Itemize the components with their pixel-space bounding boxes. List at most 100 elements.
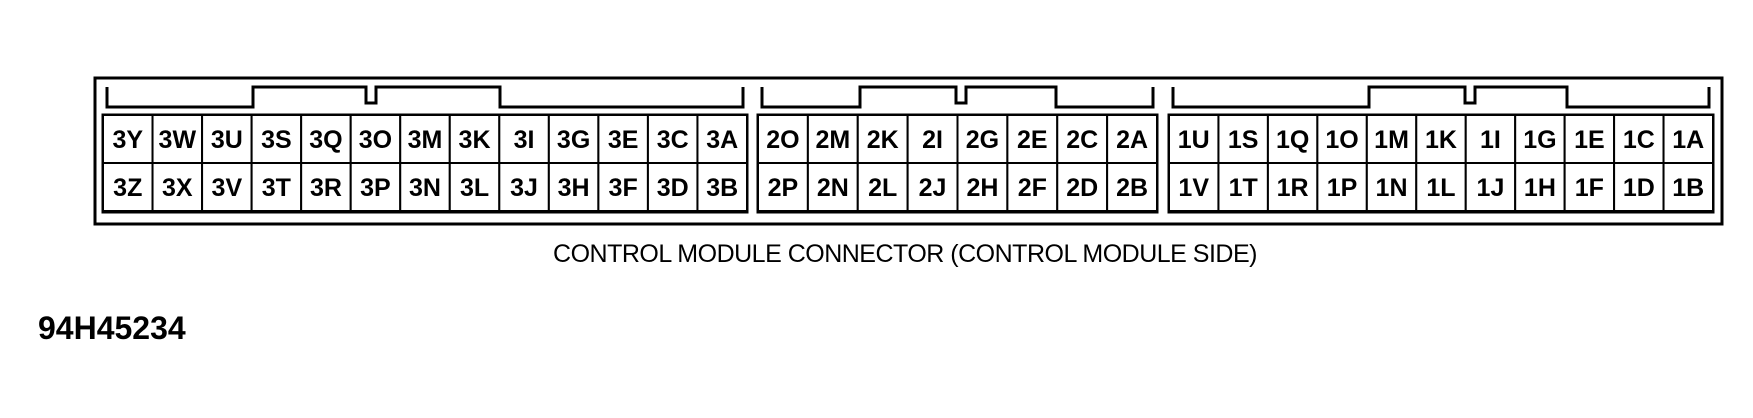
pin-cell bbox=[696, 114, 749, 164]
pin-cell bbox=[1662, 114, 1714, 164]
pin-label: 2L bbox=[868, 174, 897, 202]
pin-label: 1H bbox=[1524, 174, 1556, 202]
pin-cell bbox=[646, 162, 699, 212]
pin-label: 1E bbox=[1574, 126, 1605, 154]
pin-label: 3E bbox=[608, 126, 639, 154]
pin-label: 1I bbox=[1480, 126, 1501, 154]
pin-label: 1T bbox=[1229, 174, 1258, 202]
pin-label: 3R bbox=[310, 174, 342, 202]
pin-cell bbox=[547, 162, 600, 212]
pin-label: 2E bbox=[1017, 126, 1048, 154]
connector-outer-housing bbox=[93, 76, 1724, 226]
pin-label: 2O bbox=[766, 126, 799, 154]
pin-label: 3U bbox=[211, 126, 243, 154]
pin-label: 3P bbox=[360, 174, 391, 202]
pin-label: 2C bbox=[1066, 126, 1098, 154]
pin-label: 3Q bbox=[309, 126, 342, 154]
pin-label: 3J bbox=[510, 174, 538, 202]
pin-cell bbox=[1514, 114, 1566, 164]
pin-label: 1F bbox=[1575, 174, 1604, 202]
pin-cell bbox=[1613, 114, 1665, 164]
pin-label: 3L bbox=[460, 174, 489, 202]
pin-cell bbox=[151, 162, 204, 212]
pin-cell bbox=[1514, 162, 1566, 212]
pin-label: 1M bbox=[1374, 126, 1409, 154]
pin-cell bbox=[1563, 114, 1616, 164]
pin-label: 3F bbox=[609, 174, 638, 202]
pin-label: 2H bbox=[966, 174, 998, 202]
pin-label: 2N bbox=[817, 174, 849, 202]
pin-label: 3I bbox=[514, 126, 535, 154]
pin-label: 3M bbox=[408, 126, 443, 154]
pin-label: 3D bbox=[657, 174, 689, 202]
pin-label: 2F bbox=[1018, 174, 1047, 202]
pin-label: 2M bbox=[815, 126, 850, 154]
pin-label: 1Q bbox=[1276, 126, 1309, 154]
pin-cell bbox=[1217, 162, 1269, 212]
pin-label: 3K bbox=[459, 126, 491, 154]
pin-cell bbox=[806, 114, 859, 164]
key-profile bbox=[105, 85, 745, 109]
pin-cell bbox=[1106, 162, 1158, 212]
pin-label: 3O bbox=[359, 126, 392, 154]
pin-label: 1R bbox=[1277, 174, 1309, 202]
pin-cell bbox=[1266, 162, 1319, 212]
pin-label: 1K bbox=[1425, 126, 1457, 154]
pin-label: 1N bbox=[1376, 174, 1408, 202]
pin-cell bbox=[696, 162, 749, 212]
pin-cell bbox=[399, 114, 451, 164]
pin-cell bbox=[757, 114, 809, 164]
key-profile bbox=[760, 85, 1155, 109]
pin-cell bbox=[498, 162, 550, 212]
pin-label: 2D bbox=[1066, 174, 1098, 202]
pin-label: 3C bbox=[657, 126, 689, 154]
pin-label: 2G bbox=[966, 126, 999, 154]
pin-label: 3V bbox=[212, 174, 243, 202]
pin-cell bbox=[1662, 162, 1714, 212]
pin-cell bbox=[448, 162, 501, 212]
pin-cell bbox=[646, 114, 699, 164]
pin-cell bbox=[1168, 162, 1220, 212]
figure-id: 94H45234 bbox=[38, 310, 186, 346]
pin-cell bbox=[1106, 114, 1158, 164]
pin-cell bbox=[597, 162, 649, 212]
pin-label: 1L bbox=[1426, 174, 1455, 202]
pin-label: 3H bbox=[558, 174, 590, 202]
pin-cell bbox=[250, 162, 303, 212]
pin-label: 2P bbox=[768, 174, 799, 202]
pin-label: 1V bbox=[1178, 174, 1209, 202]
pin-cell bbox=[349, 114, 402, 164]
pin-label: 3Y bbox=[112, 126, 143, 154]
pin-label: 2B bbox=[1116, 174, 1148, 202]
pin-cell bbox=[102, 162, 154, 212]
pin-label: 3X bbox=[162, 174, 193, 202]
pin-cell bbox=[300, 162, 352, 212]
pin-label: 1G bbox=[1523, 126, 1556, 154]
pin-label: 2J bbox=[919, 174, 947, 202]
pin-label: 1O bbox=[1325, 126, 1358, 154]
pin-label: 1D bbox=[1623, 174, 1655, 202]
pin-cell bbox=[250, 114, 303, 164]
pin-label: 1J bbox=[1477, 174, 1505, 202]
pin-label: 3S bbox=[261, 126, 292, 154]
pin-cell bbox=[1316, 162, 1368, 212]
pin-label: 1A bbox=[1672, 126, 1704, 154]
pin-cell bbox=[956, 162, 1009, 212]
pin-cell bbox=[1563, 162, 1616, 212]
pin-label: 1P bbox=[1327, 174, 1358, 202]
pin-cell bbox=[856, 162, 909, 212]
pin-label: 3Z bbox=[113, 174, 142, 202]
diagram-caption: CONTROL MODULE CONNECTOR (CONTROL MODULE… bbox=[553, 240, 1257, 268]
pin-label: 3W bbox=[159, 126, 197, 154]
pin-label: 3N bbox=[409, 174, 441, 202]
pin-cell bbox=[757, 162, 809, 212]
pin-cell bbox=[201, 114, 253, 164]
pin-label: 3G bbox=[557, 126, 590, 154]
pin-label: 1B bbox=[1672, 174, 1704, 202]
pin-cell bbox=[1056, 162, 1109, 212]
pin-cell bbox=[1415, 162, 1467, 212]
